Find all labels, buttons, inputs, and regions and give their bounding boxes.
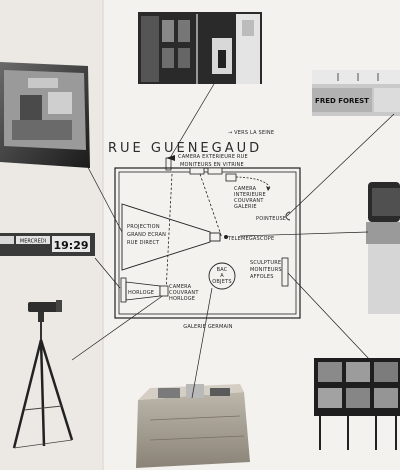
camera-exterieure-rue: CAMERA EXTERIEURE RUE [165, 154, 248, 171]
label-camera-horloge-2: COUVRANT [169, 290, 199, 296]
label-camera-horloge-3: HORLOGE [169, 296, 195, 302]
tv-street-projection [0, 62, 90, 168]
object-bin [136, 384, 250, 468]
pointeuse: POINTEUSE [256, 211, 291, 222]
monitor-wall-sculpture [314, 358, 400, 450]
label-moniteurs-vitrine: MONITEURS EN VITRINE [180, 162, 244, 168]
signal-paths [165, 173, 223, 293]
label-camera-galerie-1: CAMERA [234, 186, 257, 192]
label-camera-galerie-4: GALERIE [234, 204, 257, 210]
moniteurs-en-vitrine: MONITEURS EN VITRINE [180, 162, 244, 175]
label-camera-galerie-2: INTERIEURE [234, 192, 266, 198]
camera-interieure-galerie: CAMERA INTERIEURE COUVRANT GALERIE [225, 173, 271, 210]
gallery-name: GALERIE GERMAIN [183, 324, 232, 330]
sculpture-moniteurs: SCULPTURE MONITEURS AFFOLES [250, 257, 289, 287]
label-telemegascope: TELEMEGASCOPE [227, 236, 274, 242]
clock-day: MERCREDI [20, 239, 46, 245]
label-pointeuse: POINTEUSE [256, 216, 286, 222]
digital-clock: MERCREDI 19:29 [0, 233, 95, 256]
label-projection-1: PROJECTION [127, 224, 160, 230]
label-camera-horloge-1: CAMERA [169, 284, 192, 290]
telemegascope-marker: TELEMEGASCOPE [224, 235, 274, 242]
horloge: HORLOGE CAMERA COUVRANT HORLOGE [120, 277, 199, 303]
street-name: RUE GUENEGAUD [108, 141, 262, 156]
photo-building-facade [138, 12, 262, 84]
label-bac-1: BAC [217, 267, 228, 273]
connector-lines [71, 83, 395, 399]
label-bac-2: A [220, 273, 224, 279]
fred-forest-label: FRED FOREST [315, 97, 369, 105]
label-sculpture-2: MONITEURS [250, 267, 282, 273]
label-sculpture-3: AFFOLES [250, 274, 274, 280]
telemegascope-device [366, 182, 400, 314]
label-camera-galerie-3: COUVRANT [234, 198, 264, 204]
label-projection-2: GRAND ECRAN [127, 232, 166, 238]
bac-a-objets: BAC A OBJETS [208, 262, 236, 290]
direction-label: → VERS LA SEINE [228, 130, 274, 136]
tripod-camera [12, 300, 74, 449]
label-horloge: HORLOGE [128, 290, 154, 296]
projection-grand-ecran: PROJECTION GRAND ECRAN RUE DIRECT [121, 203, 221, 271]
label-camera-rue: CAMERA EXTERIEURE RUE [178, 154, 248, 160]
fred-forest-sign: FRED FOREST [312, 70, 400, 116]
label-bac-3: OBJETS [212, 279, 231, 285]
label-sculpture-1: SCULPTURE [250, 260, 281, 266]
clock-time: 19:29 [53, 239, 88, 252]
label-projection-3: RUE DIRECT [127, 240, 160, 246]
